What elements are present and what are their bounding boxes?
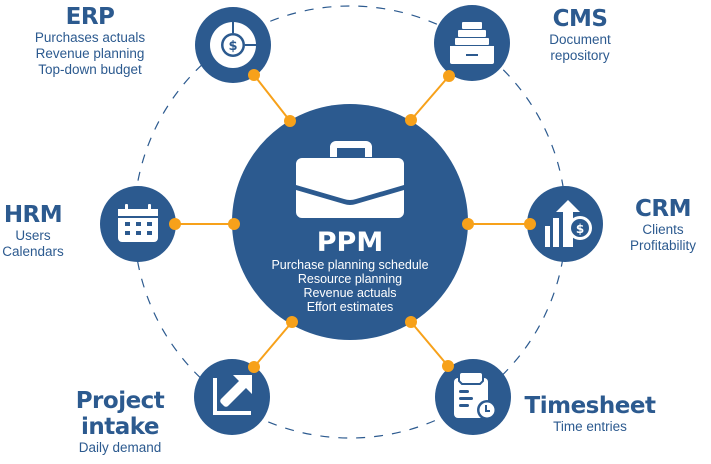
- dollar-pie-chart-icon: $: [210, 22, 256, 68]
- node-item: Top-down budget: [38, 62, 142, 77]
- label-crm: CRM Clients Profitability: [615, 196, 711, 254]
- node-item: Daily demand: [78, 440, 162, 455]
- node-title: ERP: [65, 4, 115, 30]
- dot-project-outer: [248, 361, 260, 373]
- node-title: CMS: [552, 6, 608, 32]
- clipboard-clock-icon: [454, 371, 497, 420]
- node-item: repository: [550, 48, 610, 63]
- label-erp: ERP Purchases actuals Revenue planning T…: [20, 4, 160, 78]
- dot-crm-inner: [462, 218, 474, 230]
- node-item: Purchases actuals: [34, 30, 146, 45]
- node-item: Profitability: [629, 238, 697, 253]
- label-timesheet: Timesheet Time entries: [518, 393, 662, 435]
- node-title: intake: [80, 414, 160, 440]
- center-item: Revenue actuals: [303, 286, 397, 300]
- node-item: Users: [15, 228, 51, 243]
- node-erp[interactable]: $: [195, 7, 271, 83]
- node-title: Project: [75, 388, 165, 414]
- dot-hrm-outer: [169, 218, 181, 230]
- node-item: Document: [549, 32, 611, 47]
- label-project-intake: Project intake Daily demand: [70, 388, 170, 456]
- connector-cms: [410, 75, 450, 121]
- dot-crm-outer: [524, 218, 536, 230]
- node-title: Timesheet: [524, 393, 656, 419]
- dot-project-inner: [286, 316, 298, 328]
- connector-erp: [253, 74, 291, 122]
- node-cms[interactable]: [434, 5, 510, 81]
- calendar-icon: [118, 204, 158, 242]
- center-item: Effort estimates: [306, 300, 394, 314]
- node-item: Time entries: [553, 419, 627, 434]
- node-title: HRM: [3, 202, 63, 228]
- file-drawer-icon: [450, 22, 494, 64]
- node-title: CRM: [635, 196, 691, 222]
- label-cms: CMS Document repository: [535, 6, 625, 64]
- expand-arrow-icon: [213, 375, 252, 415]
- label-hrm: HRM Users Calendars: [0, 202, 66, 260]
- node-timesheet[interactable]: [435, 359, 511, 435]
- dot-erp-outer: [248, 69, 260, 81]
- center-title: PPM: [316, 227, 384, 258]
- center-circle[interactable]: [232, 104, 468, 340]
- connectors: [175, 74, 530, 368]
- growth-dollar-icon: $: [545, 200, 592, 247]
- connector-timesheet: [410, 321, 449, 367]
- node-crm[interactable]: $: [527, 186, 603, 262]
- node-hrm[interactable]: [100, 186, 176, 262]
- svg-text:$: $: [228, 39, 237, 54]
- dot-hrm-inner: [228, 218, 240, 230]
- dot-cms-outer: [443, 70, 455, 82]
- node-item: Revenue planning: [35, 46, 145, 61]
- center-label: PPM Purchase planning schedule Resource …: [250, 227, 450, 315]
- node-project-intake[interactable]: [194, 359, 270, 435]
- briefcase-icon: [296, 141, 404, 218]
- dot-timesheet-outer: [442, 360, 454, 372]
- connector-dots: [169, 69, 536, 373]
- svg-text:$: $: [576, 222, 584, 236]
- center-item: Purchase planning schedule: [271, 258, 429, 272]
- node-item: Clients: [642, 222, 684, 237]
- dot-erp-inner: [284, 115, 296, 127]
- dot-cms-inner: [405, 114, 417, 126]
- dot-timesheet-inner: [405, 316, 417, 328]
- connector-project-intake: [253, 321, 293, 368]
- center-item: Resource planning: [297, 272, 403, 286]
- node-item: Calendars: [2, 244, 64, 259]
